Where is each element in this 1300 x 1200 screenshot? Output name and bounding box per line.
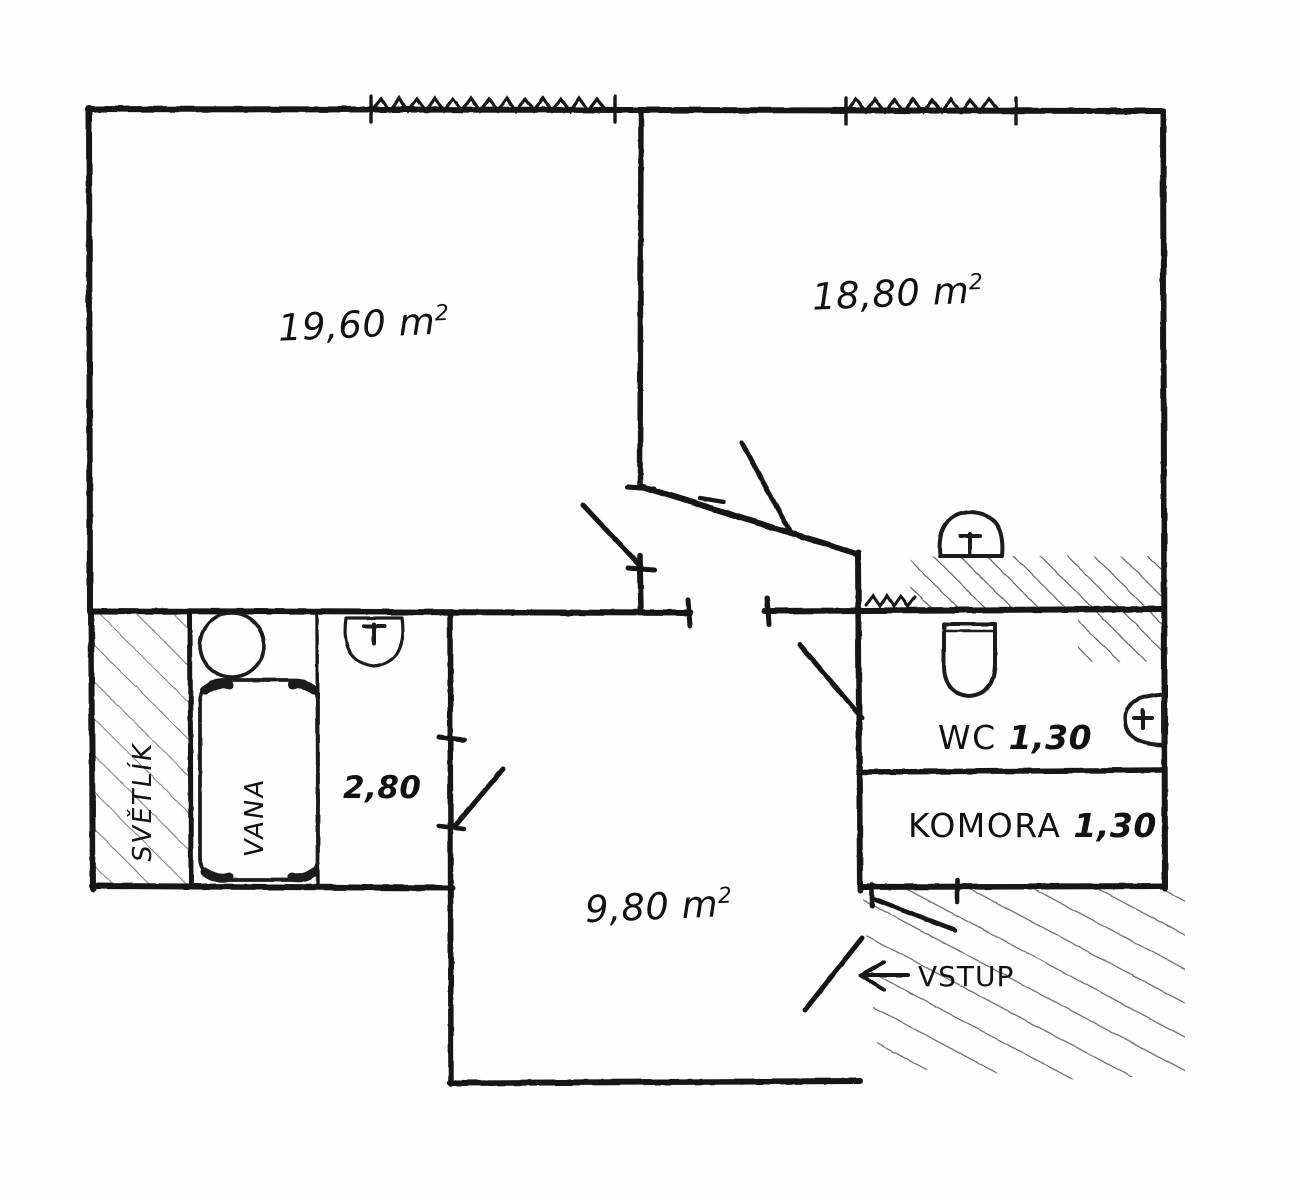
wc-cistern-faucet [958,532,982,555]
door-jamb-bathroom-a [436,734,467,743]
wc-name: WC [938,718,997,757]
wc-small-sink-fixture [1122,692,1165,747]
wall-between-top-rooms [637,107,644,488]
wc-cistern-sink-fixture [937,510,1005,558]
wall-right-block-bottom [857,883,1168,890]
pantry-area: 1,30 [1073,806,1157,845]
window-group [369,94,1018,126]
wall-top [85,106,1166,114]
service-shaft-hatch-lower [1078,610,1163,662]
light-shaft-hatch [92,614,190,884]
door-leaf-bathroom [452,766,506,829]
wall-mid-horizontal-right [762,606,1166,614]
light-shaft-label: SVĚTLÍK [128,740,158,865]
door-leaf-entrance [802,935,865,1013]
area-label-top-left: 19,60 m2 [277,299,450,350]
wall-left-lower [88,609,96,892]
fixture-group [198,510,1165,883]
area-unit-bottom-room: m [680,882,720,927]
wall-mid-horizontal-left [87,608,693,616]
area-unit-top-right: m [931,268,971,314]
area-label-bottom-room: 9,80 m2 [584,882,733,931]
wall-hall-right [855,549,863,893]
door-leaf-entrance-outer [869,895,958,933]
window-left-zigzag [370,95,608,114]
bathroom-sink-faucet [362,622,386,646]
wc-area: 1,30 [1008,718,1093,757]
area-label-top-right: 18,80 m2 [811,268,984,319]
pantry-label: KOMORA 1,30 [908,806,1157,845]
door-jamb-top-right [697,495,727,505]
bathtub-corner-b [287,679,319,695]
door-jamb-bathroom-b [436,823,467,832]
entrance-corridor-hatch [862,888,1185,1080]
window-right-zigzag [845,96,1001,115]
door-jamb-mid-right [764,595,772,627]
bathroom-dimension-label: 2,80 [343,770,422,806]
wc-label: WC 1,30 [938,718,1092,757]
door-group [436,440,960,1013]
wall-hall-diagonal [640,484,861,557]
hatched-zones [92,556,1185,1080]
toilet-fixture [941,622,997,698]
bathroom-sink-fixture [343,616,405,668]
area-unit-top-left: m [397,299,437,345]
wall-bath-bottom [89,883,455,891]
wall-left-upper [86,105,93,615]
service-shaft-hatch [910,556,1163,608]
wall-bottom-room-bottom [447,1078,863,1086]
bathtub-fixture [198,678,320,882]
wall-bath-right [447,610,454,1087]
pantry-name: KOMORA [908,806,1062,845]
door-jamb-top-left-a [625,484,657,492]
door-jamb-top-left-b [625,565,657,573]
washing-machine-fixture [198,611,266,679]
area-exponent-top-left: 2 [434,300,450,327]
wall-light-shaft-right [187,611,194,889]
bathtub-label: VANA [240,775,270,860]
entrance-arrow-head [857,960,886,992]
wc-small-sink-faucet [1132,708,1154,730]
door-leaf-corridor [797,642,865,721]
wall-group-outer [85,105,1168,892]
bathtub-corner-d [287,867,319,883]
door-leaf-top-right [739,440,793,535]
bathtub-corner-c [200,867,234,883]
area-exponent-top-right: 2 [968,269,984,296]
door-jamb-mid-left [685,597,693,629]
area-value-top-right: 18,80 [811,271,922,319]
area-exponent-bottom-room: 2 [717,883,733,910]
wall-wc-komora-divider [857,767,1167,775]
bathtub-corner-a [200,679,234,695]
door-leaf-top-left [580,502,644,570]
entrance-arrow [857,960,910,992]
wall-right [1160,108,1168,891]
area-value-bottom-room: 9,80 [584,884,671,932]
door-threshold-zigzag [864,593,917,609]
entrance-label: VSTUP [918,960,1015,993]
area-value-top-left: 19,60 [277,302,388,350]
